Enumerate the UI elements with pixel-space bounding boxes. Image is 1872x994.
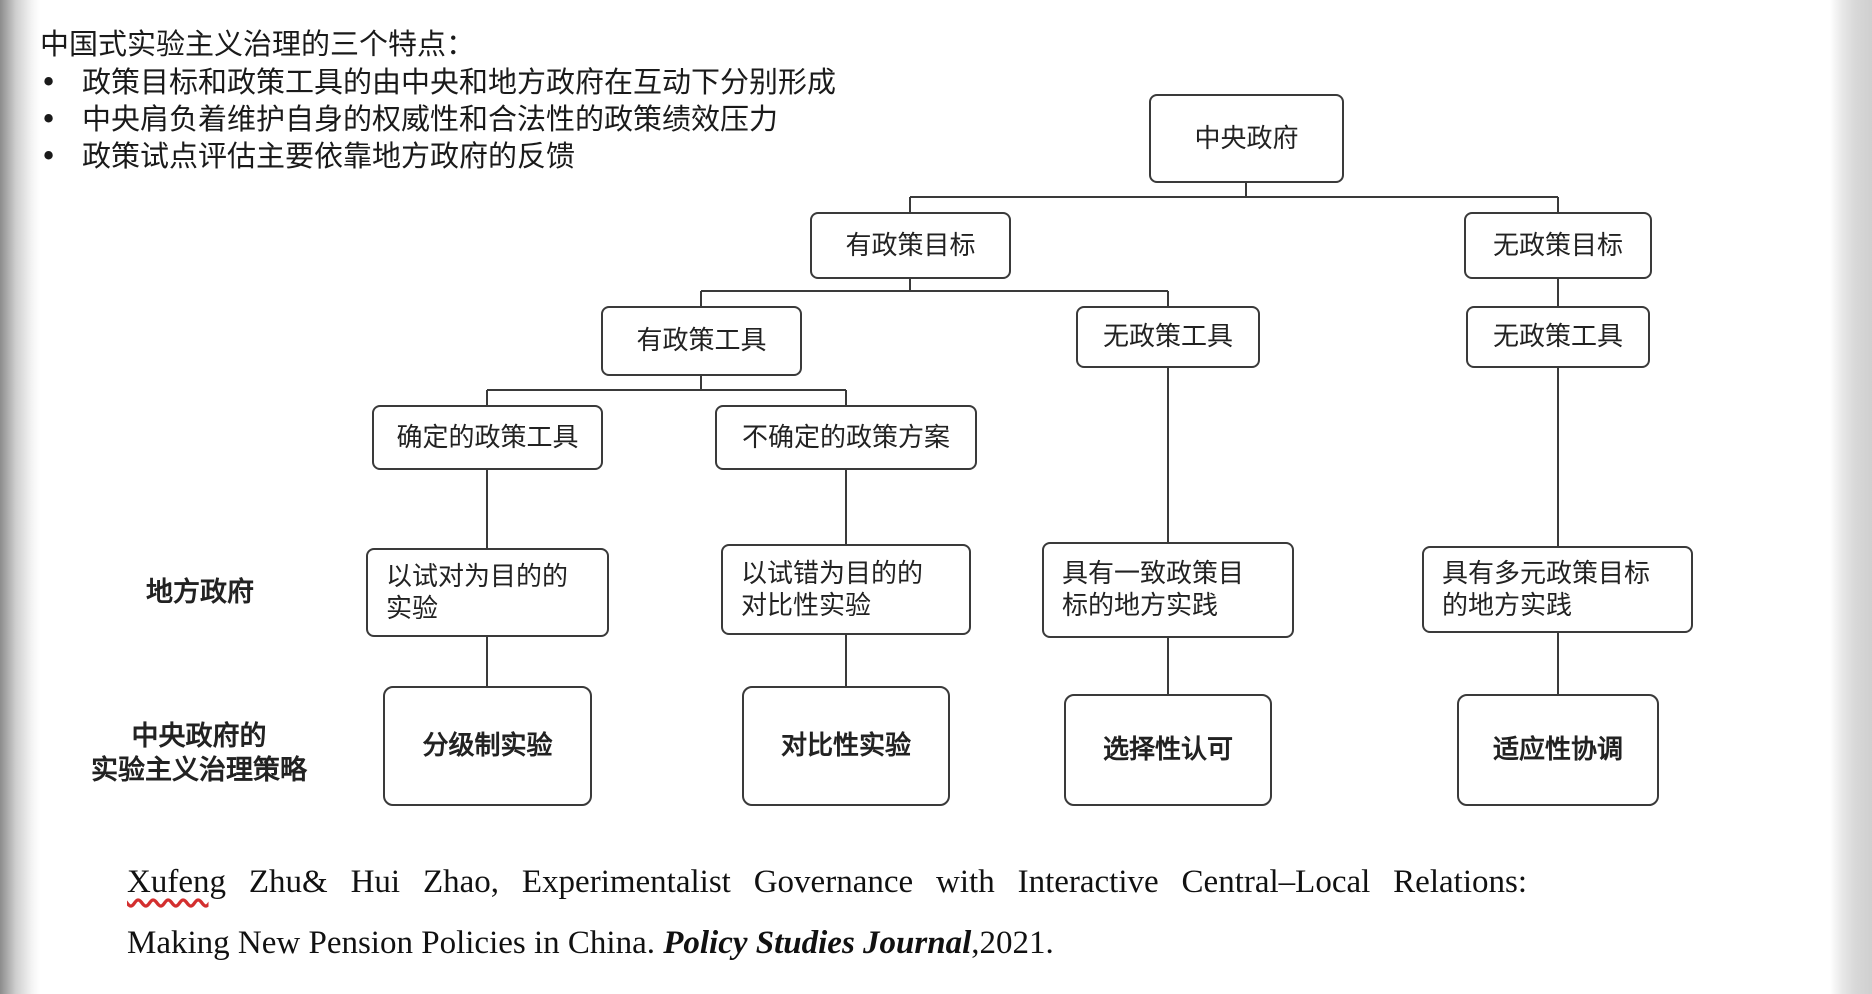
bullet-icon: • — [40, 65, 58, 99]
text-line: 标的地方实践 — [1062, 591, 1219, 621]
text-line: 对比性实验 — [741, 590, 872, 621]
intro-section: 中国式实验主义治理的三个特点： • 政策目标和政策工具的由中央和地方政府在互动下分… — [40, 24, 940, 175]
citation-line-1: Xufeng Zhu& Hui Zhao, Experimentalist Go… — [127, 864, 1527, 901]
feature-text: 政策试点评估主要依靠地方政府的反馈 — [82, 139, 576, 173]
text-line: 具有多元政策目标 — [1442, 558, 1651, 589]
bullet-icon: • — [40, 139, 58, 173]
node-local-multiple-goals: 具有多元政策目标 的地方实践 — [1422, 546, 1693, 633]
text-line: 实验主义治理策略 — [91, 755, 307, 786]
journal-name: Policy Studies Journal — [663, 925, 972, 961]
node-tool-no-left: 无政策工具 — [1076, 306, 1260, 368]
feature-item: • 中央肩负着维护自身的权威性和合法性的政策绩效压力 — [40, 101, 940, 138]
connector-goal-yes — [700, 279, 1169, 306]
citation-line-2: Making New Pension Policies in China. Po… — [127, 925, 1054, 962]
intro-title: 中国式实验主义治理的三个特点： — [40, 27, 476, 61]
text-line: 以试错为目的的 — [741, 558, 924, 589]
citation-text: Making New Pension Policies in China. — [127, 925, 664, 961]
page-shadow-right — [1830, 0, 1872, 994]
node-local-trial-error: 以试错为目的的 对比性实验 — [721, 544, 971, 635]
author-name-spellcheck: Xufeng — [127, 864, 226, 900]
feature-text: 中央肩负着维护自身的权威性和合法性的政策绩效压力 — [82, 102, 779, 136]
citation-year: ,2021. — [971, 925, 1054, 961]
node-local-trial-right-text: 以试对为目的的 实验 — [386, 561, 568, 625]
feature-item: • 政策目标和政策工具的由中央和地方政府在互动下分别形成 — [40, 64, 940, 101]
row-label-strategy: 中央政府的 实验主义治理策略 — [66, 720, 332, 788]
feature-item: • 政策试点评估主要依靠地方政府的反馈 — [40, 138, 940, 175]
node-local-consistent-goal: 具有一致政策目 标的地方实践 — [1042, 542, 1294, 638]
bullet-icon: • — [40, 102, 58, 136]
node-strategy-comparative: 对比性实验 — [742, 686, 950, 806]
node-strategy-adaptive: 适应性协调 — [1457, 694, 1659, 806]
node-strategy-tiered: 分级制实验 — [383, 686, 592, 806]
connector-root — [909, 183, 1559, 212]
node-local-trial-right: 以试对为目的的 实验 — [366, 548, 609, 637]
node-tool-indefinite: 不确定的政策方案 — [715, 405, 977, 470]
page-shadow-left — [0, 0, 40, 994]
feature-text: 政策目标和政策工具的由中央和地方政府在互动下分别形成 — [82, 65, 837, 99]
text-line: 中央政府的 — [131, 721, 267, 752]
text-line: 以试对为目的的 — [386, 561, 569, 592]
node-local-trial-error-text: 以试错为目的的 对比性实验 — [741, 558, 923, 622]
node-goal-yes: 有政策目标 — [810, 212, 1011, 279]
feature-list: • 政策目标和政策工具的由中央和地方政府在互动下分别形成 • 中央肩负着维护自身的权… — [40, 64, 940, 175]
row-label-local: 地方政府 — [146, 577, 254, 608]
node-local-consistent-goal-text: 具有一致政策目 标的地方实践 — [1062, 558, 1244, 622]
text-line: 具有一致政策目 — [1062, 559, 1245, 589]
node-strategy-selective: 选择性认可 — [1064, 694, 1272, 806]
connector-tool-yes — [486, 376, 847, 405]
citation-text: Zhu& Hui Zhao, Experimentalist Governanc… — [225, 864, 1527, 900]
node-goal-no: 无政策目标 — [1464, 212, 1652, 279]
node-tool-yes: 有政策工具 — [601, 306, 802, 376]
node-central-government: 中央政府 — [1149, 94, 1344, 183]
node-tool-no-right: 无政策工具 — [1466, 306, 1650, 368]
text-line: 的地方实践 — [1442, 590, 1573, 621]
node-tool-definite: 确定的政策工具 — [372, 405, 603, 470]
text-line: 实验 — [386, 593, 439, 624]
node-local-multiple-goals-text: 具有多元政策目标 的地方实践 — [1442, 558, 1650, 622]
